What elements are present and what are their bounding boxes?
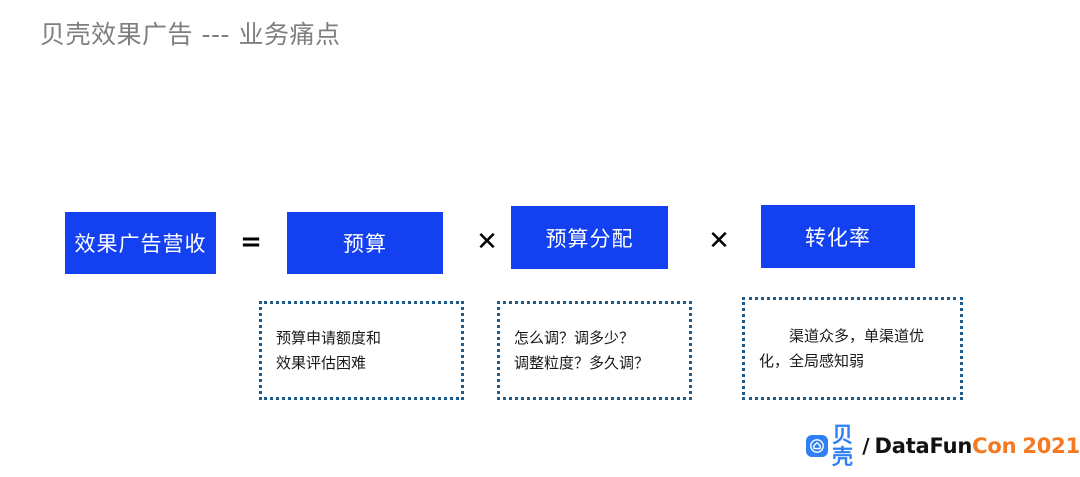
formula-box-conversion-label: 转化率 bbox=[805, 225, 871, 250]
formula-box-budget: 预算 bbox=[287, 212, 443, 274]
formula-box-allocation: 预算分配 bbox=[511, 206, 668, 269]
pain-point-conversion-line-2: 化，全局感知弱 bbox=[759, 351, 865, 370]
operator-multiply-2-icon: ✕ bbox=[702, 225, 736, 257]
pain-point-conversion: 渠道众多，单渠道优 化，全局感知弱 bbox=[742, 297, 963, 400]
formula-box-budget-label: 预算 bbox=[343, 232, 387, 256]
pain-point-allocation: 怎么调？调多少？ 调整粒度？多久调？ bbox=[497, 301, 692, 400]
beike-brand-text: 贝壳 bbox=[832, 423, 853, 469]
pain-point-budget-line-2: 效果评估困难 bbox=[276, 353, 367, 372]
operator-multiply-1-icon: ✕ bbox=[470, 226, 504, 258]
operator-multiply-2-glyph: ✕ bbox=[708, 226, 730, 256]
pain-point-budget-line-1: 预算申请额度和 bbox=[276, 328, 382, 347]
formula-box-revenue-label: 效果广告营收 bbox=[74, 232, 207, 256]
operator-multiply-1-glyph: ✕ bbox=[476, 227, 498, 257]
beike-logo-icon bbox=[806, 435, 828, 457]
pain-point-allocation-line-1: 怎么调？调多少？ bbox=[514, 328, 635, 347]
formula-box-revenue: 效果广告营收 bbox=[65, 212, 216, 274]
operator-equals: = bbox=[233, 227, 269, 257]
datafun-text: DataFun bbox=[874, 434, 973, 458]
footer-brand-lockup: 贝壳 / DataFun Con 2021 bbox=[806, 424, 1080, 468]
operator-equals-glyph: = bbox=[240, 227, 262, 257]
con-text: Con bbox=[972, 434, 1017, 458]
page-title: 贝壳效果广告 --- 业务痛点 bbox=[40, 20, 341, 49]
conference-year: 2021 bbox=[1022, 434, 1080, 458]
formula-box-allocation-label: 预算分配 bbox=[545, 226, 634, 251]
pain-point-conversion-line-1: 渠道众多，单渠道优 bbox=[789, 326, 925, 345]
brand-separator: / bbox=[862, 434, 870, 458]
formula-box-conversion: 转化率 bbox=[761, 205, 915, 268]
pain-point-budget: 预算申请额度和 效果评估困难 bbox=[259, 301, 464, 400]
pain-point-allocation-line-2: 调整粒度？多久调？ bbox=[514, 353, 650, 372]
